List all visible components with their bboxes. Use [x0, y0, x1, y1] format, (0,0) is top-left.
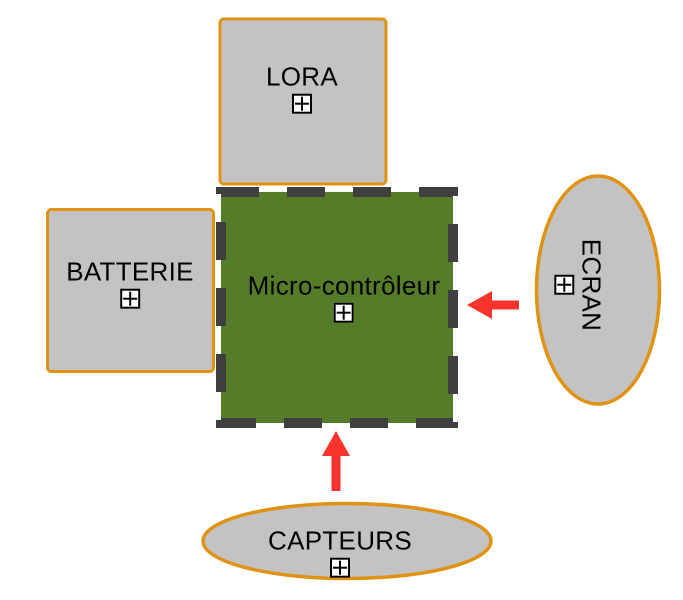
expand-icon[interactable]	[554, 274, 575, 295]
expand-icon[interactable]	[291, 93, 312, 114]
capteurs-node[interactable]	[201, 501, 493, 581]
expand-icon[interactable]	[333, 302, 354, 323]
ecran-node[interactable]	[534, 174, 662, 406]
arrow-ecran-to-micro[interactable]	[467, 291, 519, 319]
arrow-head-up-icon	[322, 431, 350, 456]
expand-icon[interactable]	[329, 557, 350, 578]
arrow-capteurs-to-micro[interactable]	[322, 431, 350, 491]
expand-icon[interactable]	[119, 288, 140, 309]
arrow-head-left-icon	[467, 291, 492, 319]
microcontroller-node[interactable]	[216, 187, 458, 428]
